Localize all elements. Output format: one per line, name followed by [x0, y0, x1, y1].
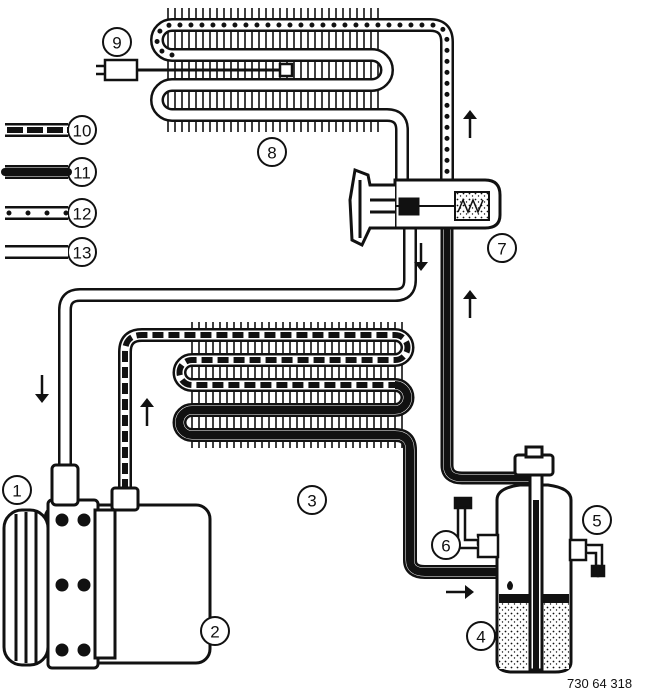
- pipe-legend: 10 11 12 13: [1, 115, 97, 267]
- liquid-line: [440, 214, 530, 485]
- callout-8-label: 8: [267, 144, 276, 163]
- arrow-right-receiver: [446, 585, 474, 599]
- legend-item-10: 10: [67, 115, 97, 145]
- arrow-down-suction: [414, 243, 428, 271]
- callout-8: 8: [257, 137, 287, 167]
- arrow-head: [35, 394, 49, 403]
- callout-2-label: 2: [210, 623, 219, 642]
- callout-9: 9: [102, 27, 132, 57]
- callout-5-label: 5: [592, 512, 601, 531]
- evaporator-coil: [150, 48, 409, 185]
- arrow-head: [463, 290, 477, 299]
- callout-1-label: 1: [12, 482, 21, 501]
- callout-6-label: 6: [441, 537, 450, 556]
- flow-arrows: [35, 110, 477, 599]
- callout-6: 6: [431, 530, 461, 560]
- pressure-switch-5: [568, 538, 606, 578]
- thermostat-9: [96, 58, 294, 82]
- condenser-liquid: [172, 378, 500, 579]
- callout-7: 7: [487, 233, 517, 263]
- arrow-up-liquid-line: [463, 290, 477, 318]
- callout-1: 1: [2, 475, 32, 505]
- legend-number-13: 13: [73, 244, 92, 263]
- figure-code: 730 64 318: [567, 676, 632, 691]
- discharge-condenser-bore: [120, 330, 412, 490]
- evaporator-outlet-pattern: [154, 22, 450, 209]
- callout-3-label: 3: [307, 492, 316, 511]
- callout-5: 5: [582, 505, 612, 535]
- condenser-liquid-pattern: [175, 381, 500, 576]
- legend-item-11: 11: [67, 157, 97, 187]
- receiver-drier: [495, 445, 573, 674]
- callout-4-label: 4: [476, 628, 485, 647]
- arrow-head: [140, 398, 154, 407]
- arrow-head: [465, 585, 474, 599]
- callout-3: 3: [297, 485, 327, 515]
- evaporator-outlet: [150, 18, 454, 209]
- compressor: [43, 463, 212, 670]
- legend-number-12: 12: [73, 205, 92, 224]
- callout-2: 2: [200, 616, 230, 646]
- callout-9-label: 9: [112, 34, 121, 53]
- discharge-condenser: [118, 328, 415, 490]
- arrow-up-discharge: [140, 398, 154, 426]
- evaporator-coil-bore: [152, 50, 407, 185]
- expansion-valve: [348, 167, 502, 248]
- arrow-head: [414, 262, 428, 271]
- legend-item-12: 12: [67, 198, 97, 228]
- clutch-pulley: [2, 508, 50, 667]
- callout-4: 4: [466, 621, 496, 651]
- suction-line-bore: [60, 228, 415, 470]
- pressure-switch-6: [453, 496, 500, 559]
- arrow-down-compressor-inlet: [35, 375, 49, 403]
- legend-item-13: 13: [67, 237, 97, 267]
- arrow-head: [463, 110, 477, 119]
- arrow-up-evaporator-outlet: [463, 110, 477, 138]
- callout-7-label: 7: [497, 240, 506, 259]
- legend-number-11: 11: [73, 164, 91, 183]
- refrigerant-pipes: [58, 18, 530, 579]
- legend-number-10: 10: [73, 122, 92, 141]
- suction-line: [58, 228, 417, 470]
- liquid-line-pattern: [443, 214, 530, 482]
